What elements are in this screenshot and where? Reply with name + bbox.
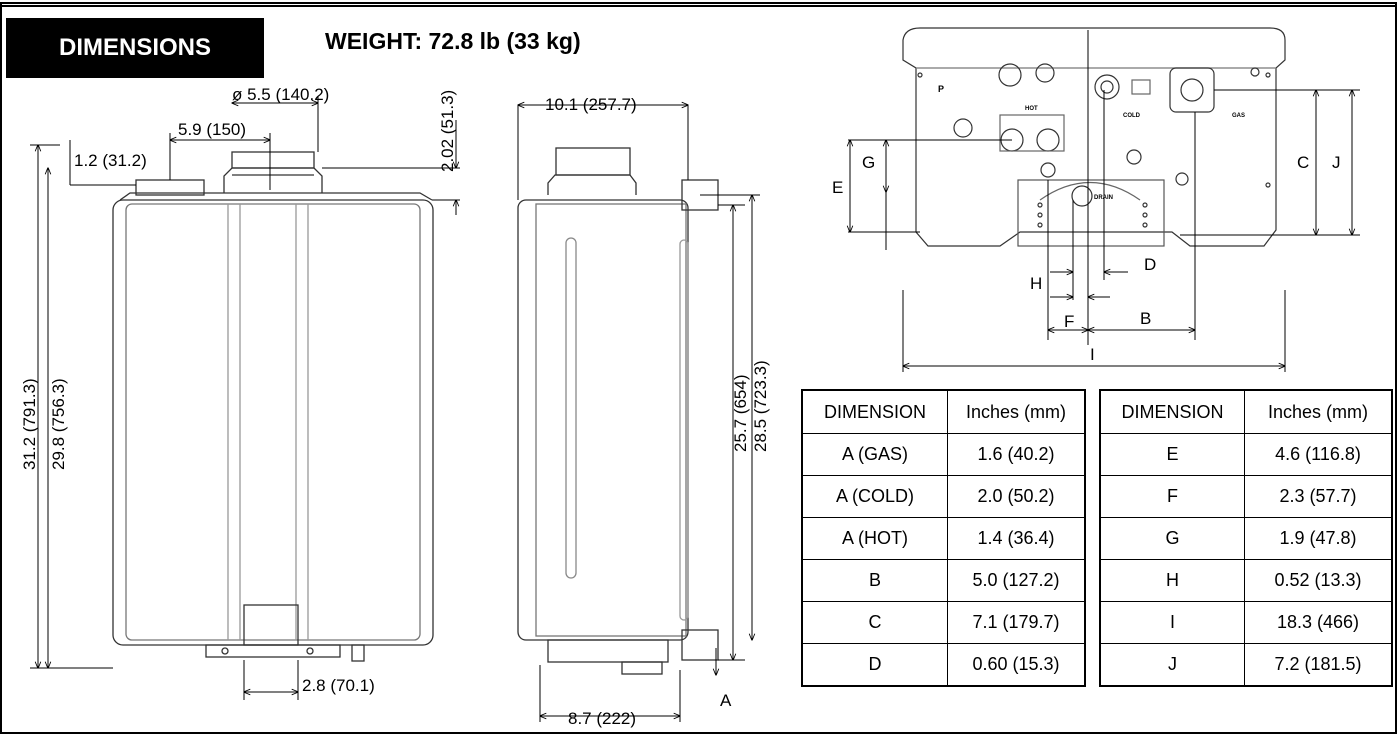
- header-dimension: DIMENSION: [1099, 389, 1245, 434]
- bracket-height-label: 25.7 (654): [731, 375, 750, 453]
- cell-dimension: B: [801, 559, 948, 602]
- cell-dimension: F: [1099, 475, 1245, 518]
- vent-collar: [223, 167, 323, 193]
- cell-dimension: A (COLD): [801, 475, 948, 518]
- dim-d-label: D: [1144, 255, 1156, 274]
- dim-c-label: C: [1297, 153, 1309, 172]
- side-view: [517, 147, 719, 675]
- table-row: A (HOT)1.4 (36.4): [801, 517, 1086, 560]
- dim-e-label: E: [832, 178, 843, 197]
- total-height-label: 31.2 (791.3): [20, 378, 39, 470]
- table-header-row: DIMENSION Inches (mm): [1099, 389, 1393, 434]
- cell-dimension: A (GAS): [801, 433, 948, 476]
- cell-dimension: G: [1099, 517, 1245, 560]
- side-dimension-lines: [518, 105, 760, 722]
- dim-f-label: F: [1064, 312, 1074, 331]
- dim-g-label: G: [862, 153, 875, 172]
- cell-dimension: C: [801, 601, 948, 644]
- dimension-table-left: DIMENSION Inches (mm) A (GAS)1.6 (40.2) …: [801, 389, 1086, 687]
- side-depth-bottom-label: 8.7 (222): [568, 709, 636, 728]
- front-case: [112, 199, 434, 646]
- cell-value: 0.52 (13.3): [1244, 559, 1393, 602]
- header-units: Inches (mm): [947, 389, 1086, 434]
- header-dimension: DIMENSION: [801, 389, 948, 434]
- port-gas: [1169, 67, 1215, 113]
- cell-value: 5.0 (127.2): [947, 559, 1086, 602]
- port-drain-label: DRAIN: [1094, 195, 1113, 201]
- body-height-label: 29.8 (756.3): [49, 378, 68, 470]
- dim-i-label: I: [1090, 345, 1095, 364]
- bottom-fitting-box: [243, 604, 299, 646]
- header-units: Inches (mm): [1244, 389, 1393, 434]
- front-dimension-lines: [30, 96, 460, 700]
- dimensions-heading: DIMENSIONS: [6, 18, 264, 78]
- cell-value: 7.2 (181.5): [1244, 643, 1393, 687]
- port-p-label: P: [938, 84, 944, 94]
- dim-h-label: H: [1030, 274, 1042, 293]
- side-bottom-fittings: [547, 639, 669, 663]
- cell-value: 0.60 (15.3): [947, 643, 1086, 687]
- cell-dimension: E: [1099, 433, 1245, 476]
- intake-height-label: 1.2 (31.2): [74, 151, 147, 170]
- dim-b-label: B: [1140, 309, 1151, 328]
- weight-label: WEIGHT: 72.8 lb (33 kg): [325, 28, 581, 54]
- vent-offset-label: 5.9 (150): [178, 120, 246, 139]
- cell-value: 1.9 (47.8): [1244, 517, 1393, 560]
- port-gas-label: GAS: [1232, 113, 1245, 119]
- cell-dimension: D: [801, 643, 948, 687]
- port-cold-label: COLD: [1123, 113, 1141, 119]
- bottom-dimension-lines: [848, 30, 1360, 372]
- cell-dimension: H: [1099, 559, 1245, 602]
- cell-value: 18.3 (466): [1244, 601, 1393, 644]
- side-case: [517, 199, 689, 641]
- port-drain: [1071, 185, 1093, 207]
- bottom-view: [902, 27, 1286, 247]
- port-hot-label: HOT: [1025, 106, 1038, 112]
- point-a-label: A: [720, 691, 732, 710]
- vent-diameter-label: ø 5.5 (140.2): [232, 85, 329, 104]
- cell-dimension: J: [1099, 643, 1245, 687]
- cell-dimension: I: [1099, 601, 1245, 644]
- port-p: [998, 63, 1022, 87]
- case-height-label: 28.5 (723.3): [751, 360, 770, 452]
- table-header-row: DIMENSION Inches (mm): [801, 389, 1086, 434]
- cell-value: 7.1 (179.7): [947, 601, 1086, 644]
- dim-j-label: J: [1332, 153, 1341, 172]
- side-depth-top-label: 10.1 (257.7): [545, 95, 637, 114]
- front-view: [112, 151, 434, 662]
- cell-value: 1.6 (40.2): [947, 433, 1086, 476]
- table-row: A (COLD)2.0 (50.2): [801, 475, 1086, 518]
- cell-dimension: A (HOT): [801, 517, 948, 560]
- cell-value: 4.6 (116.8): [1244, 433, 1393, 476]
- cell-value: 1.4 (36.4): [947, 517, 1086, 560]
- table-row: A (GAS)1.6 (40.2): [801, 433, 1086, 476]
- collar-height-label: 2.02 (51.3): [438, 90, 457, 172]
- cell-value: 2.0 (50.2): [947, 475, 1086, 518]
- port-hot: [953, 118, 973, 138]
- cell-value: 2.3 (57.7): [1244, 475, 1393, 518]
- bottom-case-outline: [902, 27, 1286, 247]
- bottom-width-label: 2.8 (70.1): [302, 676, 375, 695]
- port-cold: [1094, 74, 1120, 100]
